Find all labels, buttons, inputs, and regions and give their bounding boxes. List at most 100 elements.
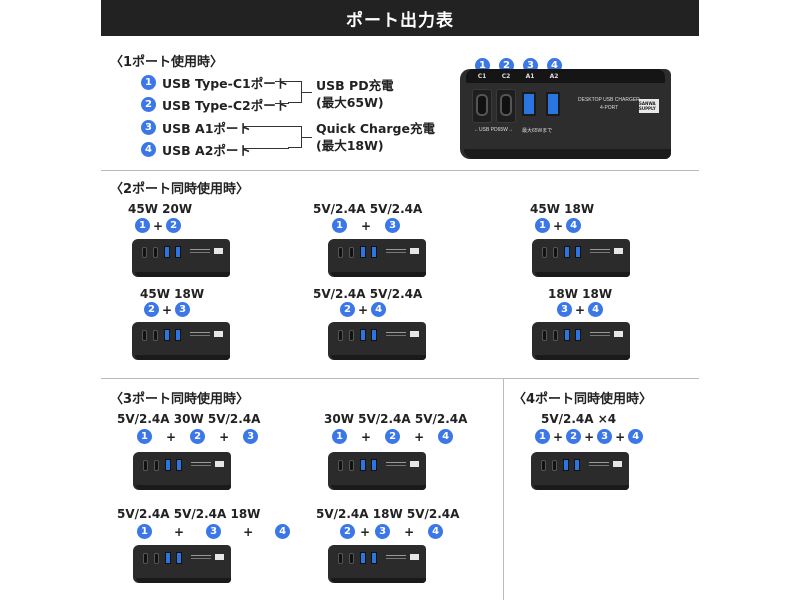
combo-watts: 5V/2.4A 5V/2.4A 18W bbox=[117, 507, 261, 521]
section-2-label: 〈2ポート同時使用時〉 bbox=[110, 182, 250, 197]
model-line-2: 4-PORT bbox=[600, 105, 619, 111]
combo-badges: 1 + 4 bbox=[535, 218, 582, 233]
page-title: ポート出力表 bbox=[101, 0, 699, 36]
port-badge-2: 2 bbox=[141, 97, 156, 112]
plus-sign: + bbox=[553, 429, 564, 444]
connector-line bbox=[243, 148, 289, 149]
combo-badges: 1 + 2 + 4 bbox=[332, 429, 454, 444]
combo-badges: 1 + 2 + 3 bbox=[137, 429, 259, 444]
combo-watts: 30W 5V/2.4A 5V/2.4A bbox=[324, 412, 468, 426]
port-badge: 2 bbox=[385, 429, 401, 444]
charger-thumbnail bbox=[328, 322, 426, 360]
combo-watts: 45W 18W bbox=[530, 202, 595, 216]
section-3-label: 〈3ポート同時使用時〉 bbox=[110, 392, 250, 407]
charger-thumbnail bbox=[532, 239, 630, 277]
qc-group-title: Quick Charge充電 bbox=[316, 121, 435, 136]
connector-line bbox=[243, 126, 289, 127]
charger-illustration: C1 C2 A1 A2 ←USB PD65W→ 最大65Wまで DESKTOP … bbox=[460, 69, 671, 159]
plus-sign: + bbox=[615, 429, 626, 444]
charger-thumbnail bbox=[328, 545, 426, 583]
port-badge: 1 bbox=[535, 218, 550, 233]
port-name-a2: A2 bbox=[549, 73, 559, 80]
port-badge: 4 bbox=[566, 218, 582, 233]
charger-thumbnail bbox=[132, 239, 230, 277]
port-badge-4: 4 bbox=[141, 142, 156, 157]
pd-group-title: USB PD充電 bbox=[316, 78, 394, 93]
port-badge: 4 bbox=[588, 302, 604, 317]
port-label-4: USB A2ポート bbox=[162, 143, 251, 158]
section-divider bbox=[101, 170, 699, 171]
section-1-label: 〈1ポート使用時〉 bbox=[110, 55, 224, 70]
connector-line bbox=[275, 81, 289, 82]
port-label-2: USB Type-C2ポート bbox=[162, 98, 289, 113]
port-badge: 2 bbox=[340, 302, 355, 317]
combo-watts: 5V/2.4A 5V/2.4A bbox=[313, 202, 423, 216]
charger-thumbnail bbox=[531, 452, 629, 490]
brand-logo: SANWA SUPPLY bbox=[639, 99, 659, 113]
combo-watts: 45W 20W bbox=[128, 202, 193, 216]
plus-sign: + bbox=[404, 524, 415, 539]
plus-sign: + bbox=[166, 429, 177, 444]
charger-thumbnail bbox=[132, 322, 230, 360]
plus-sign: + bbox=[360, 524, 371, 539]
port-badge: 2 bbox=[166, 218, 182, 233]
port-badge: 2 bbox=[566, 429, 582, 444]
port-badge: 1 bbox=[137, 429, 152, 444]
charger-thumbnail bbox=[133, 545, 231, 583]
combo-watts: 5V/2.4A 5V/2.4A bbox=[313, 287, 423, 301]
port-badge: 1 bbox=[137, 524, 152, 539]
port-badge: 1 bbox=[332, 429, 347, 444]
port-badge: 4 bbox=[628, 429, 644, 444]
port-name-c2: C2 bbox=[501, 73, 511, 80]
charger-thumbnail bbox=[532, 322, 630, 360]
port-badge: 3 bbox=[375, 524, 391, 539]
a-port-label: 最大65Wまで bbox=[522, 128, 553, 134]
port-badge: 3 bbox=[557, 302, 572, 317]
plus-sign: + bbox=[575, 302, 586, 317]
plus-sign: + bbox=[553, 218, 564, 233]
plus-sign: + bbox=[361, 429, 372, 444]
port-badge: 4 bbox=[438, 429, 454, 444]
pd-bracket bbox=[288, 81, 302, 103]
port-badge-3: 3 bbox=[141, 120, 156, 135]
legend-port-4: 4 USB A2ポート bbox=[141, 140, 251, 159]
plus-sign: + bbox=[162, 302, 173, 317]
port-badge: 1 bbox=[535, 429, 550, 444]
combo-badges: 2 + 4 bbox=[340, 302, 387, 317]
port-badge: 3 bbox=[206, 524, 222, 539]
port-badge: 3 bbox=[243, 429, 259, 444]
combo-badges: 3 + 4 bbox=[557, 302, 604, 317]
connector-line bbox=[302, 92, 312, 93]
port-badge: 2 bbox=[190, 429, 206, 444]
legend-port-1: 1 USB Type-C1ポート bbox=[141, 73, 288, 92]
qc-group-max: (最大18W) bbox=[316, 138, 384, 153]
usb-a2-port bbox=[546, 92, 560, 116]
combo-watts: 5V/2.4A ×4 bbox=[541, 412, 617, 426]
pd-group-max: (最大65W) bbox=[316, 95, 384, 110]
port-label-3: USB A1ポート bbox=[162, 121, 251, 136]
legend-port-3: 3 USB A1ポート bbox=[141, 118, 251, 137]
port-badge: 1 bbox=[332, 218, 347, 233]
combo-watts: 18W 18W bbox=[548, 287, 613, 301]
charger-thumbnail bbox=[328, 452, 426, 490]
connector-line bbox=[275, 103, 289, 104]
port-badge: 4 bbox=[428, 524, 444, 539]
port-badge: 1 bbox=[135, 218, 150, 233]
usb-a1-port bbox=[522, 92, 536, 116]
plus-sign: + bbox=[153, 218, 164, 233]
combo-watts: 5V/2.4A 30W 5V/2.4A bbox=[117, 412, 261, 426]
connector-line bbox=[302, 137, 312, 138]
model-line-1: DESKTOP USB CHARGER bbox=[578, 97, 640, 103]
pd-label: ←USB PD65W→ bbox=[474, 127, 513, 133]
combo-watts: 45W 18W bbox=[140, 287, 205, 301]
plus-sign: + bbox=[414, 429, 425, 444]
combo-badges: 1 + 3 bbox=[332, 218, 401, 233]
port-name-c1: C1 bbox=[477, 73, 487, 80]
combo-badges: 1 + 3 + 4 bbox=[137, 524, 291, 539]
port-badge: 4 bbox=[371, 302, 387, 317]
qc-bracket bbox=[288, 126, 302, 148]
port-badge: 3 bbox=[175, 302, 191, 317]
usb-c2-port bbox=[500, 94, 512, 116]
plus-sign: + bbox=[219, 429, 230, 444]
plus-sign: + bbox=[584, 429, 595, 444]
